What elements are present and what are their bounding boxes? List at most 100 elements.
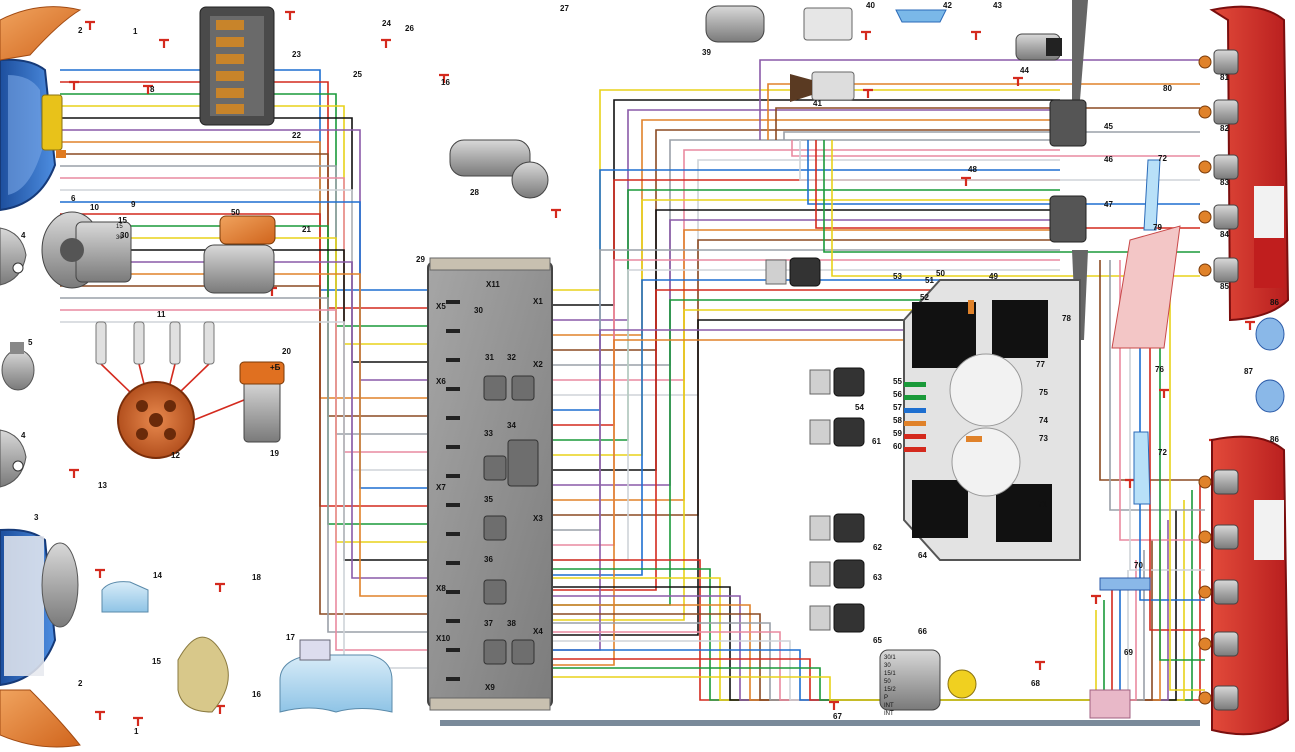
component-label: 77 bbox=[1036, 360, 1045, 369]
component-label: 21 bbox=[302, 225, 311, 234]
component-label: 49 bbox=[989, 272, 998, 281]
component-label: 79 bbox=[1153, 223, 1162, 232]
relay-40 bbox=[803, 7, 853, 41]
component-label: 27 bbox=[560, 4, 569, 13]
ignition-coil bbox=[239, 361, 285, 443]
block-relay bbox=[483, 375, 507, 401]
socket-terminal bbox=[1198, 585, 1212, 599]
lamp-socket bbox=[1213, 99, 1239, 125]
component-label: 38 bbox=[507, 619, 516, 628]
component-label: 13 bbox=[98, 481, 107, 490]
ground-symbol bbox=[1013, 76, 1023, 86]
ground-symbol bbox=[829, 700, 839, 710]
block-fuse-slot bbox=[446, 474, 460, 478]
socket-terminal bbox=[1198, 55, 1212, 69]
dashboard-switch bbox=[833, 417, 865, 447]
component-label: 46 bbox=[1104, 155, 1113, 164]
wire bbox=[100, 363, 131, 393]
block-fuse-slot bbox=[446, 619, 460, 623]
connector-label: X9 bbox=[485, 683, 495, 692]
component-label: 31 bbox=[485, 353, 494, 362]
component-label: 12 bbox=[171, 451, 180, 460]
ignition-switch-terminal: P bbox=[884, 695, 888, 701]
wire bbox=[552, 550, 1145, 701]
wire bbox=[552, 580, 1121, 701]
connector-label: X1 bbox=[533, 297, 543, 306]
socket-terminal bbox=[1198, 530, 1212, 544]
block-relay bbox=[483, 515, 507, 541]
component-label: 37 bbox=[484, 619, 493, 628]
ground-symbol bbox=[159, 38, 169, 48]
ground-symbol bbox=[1035, 660, 1045, 670]
switch-connector bbox=[809, 515, 831, 541]
component-label: 84 bbox=[1220, 230, 1229, 239]
front-left-indicator-bottom bbox=[0, 689, 81, 748]
component-label: 39 bbox=[702, 48, 711, 57]
block-relay bbox=[483, 579, 507, 605]
cluster-led bbox=[904, 408, 926, 413]
block-relay-large bbox=[507, 439, 539, 487]
lamp-socket bbox=[1213, 631, 1239, 657]
block-relays bbox=[483, 375, 539, 665]
fuel-sender-69 bbox=[1089, 689, 1131, 719]
component-label: 28 bbox=[470, 188, 479, 197]
wire bbox=[552, 510, 1177, 701]
connector-label: X2 bbox=[533, 360, 543, 369]
block-fuse-slot bbox=[446, 532, 460, 536]
component-label: 56 bbox=[893, 390, 902, 399]
connector-label: X4 bbox=[533, 627, 543, 636]
component-label: 54 bbox=[855, 403, 864, 412]
wire bbox=[767, 83, 1200, 140]
ground-symbol bbox=[95, 568, 105, 578]
component-label: 29 bbox=[416, 255, 425, 264]
block-relay bbox=[483, 639, 507, 665]
component-label: 3 bbox=[34, 513, 39, 522]
component-label: 43 bbox=[993, 1, 1002, 10]
horn-upper bbox=[0, 227, 27, 286]
component-label: 52 bbox=[920, 293, 929, 302]
ground-symbol bbox=[551, 208, 561, 218]
ground-symbol bbox=[861, 30, 871, 40]
component-label: 36 bbox=[484, 555, 493, 564]
rear-lamp-right-top bbox=[1209, 5, 1290, 322]
connector-label: X5 bbox=[436, 302, 446, 311]
ignition-switch-terminal: 15/2 bbox=[884, 687, 896, 693]
dashboard-switches bbox=[765, 257, 865, 633]
component-label: 34 bbox=[507, 421, 516, 430]
block-fuse-slot bbox=[446, 329, 460, 333]
lamp-socket bbox=[1213, 579, 1239, 605]
wire bbox=[552, 480, 1201, 701]
block-relay bbox=[483, 455, 507, 481]
socket-terminal bbox=[1198, 637, 1212, 651]
wire bbox=[552, 540, 1153, 701]
wire bbox=[552, 319, 1060, 636]
component-label: 48 bbox=[968, 165, 977, 174]
washer-reservoir bbox=[279, 639, 393, 713]
component-label: 25 bbox=[353, 70, 362, 79]
component-label: 75 bbox=[1039, 388, 1048, 397]
lamp-42 bbox=[895, 9, 947, 23]
component-label: 50 bbox=[936, 269, 945, 278]
alternator-terminal-30: 30 bbox=[116, 235, 123, 241]
component-label: 9 bbox=[131, 200, 136, 209]
component-label: 64 bbox=[918, 551, 927, 560]
switch-connector bbox=[809, 561, 831, 587]
component-label: 30 bbox=[120, 231, 129, 240]
component-label: 82 bbox=[1220, 124, 1229, 133]
component-label: 15 bbox=[118, 216, 127, 225]
block-fuse-slot bbox=[446, 416, 460, 420]
component-label: 30 bbox=[474, 306, 483, 315]
rear-lamp-sockets bbox=[1198, 49, 1239, 711]
component-label: 74 bbox=[1039, 416, 1048, 425]
wire bbox=[552, 309, 1060, 621]
ignition-switch-terminal: 30/1 bbox=[884, 655, 896, 661]
lamp-socket bbox=[1213, 49, 1239, 75]
component-label: 33 bbox=[484, 429, 493, 438]
cluster-led bbox=[904, 447, 926, 452]
component-label: 8 bbox=[150, 85, 155, 94]
component-label: 62 bbox=[873, 543, 882, 552]
wire bbox=[179, 363, 210, 393]
component-label: 72 bbox=[1158, 448, 1167, 457]
